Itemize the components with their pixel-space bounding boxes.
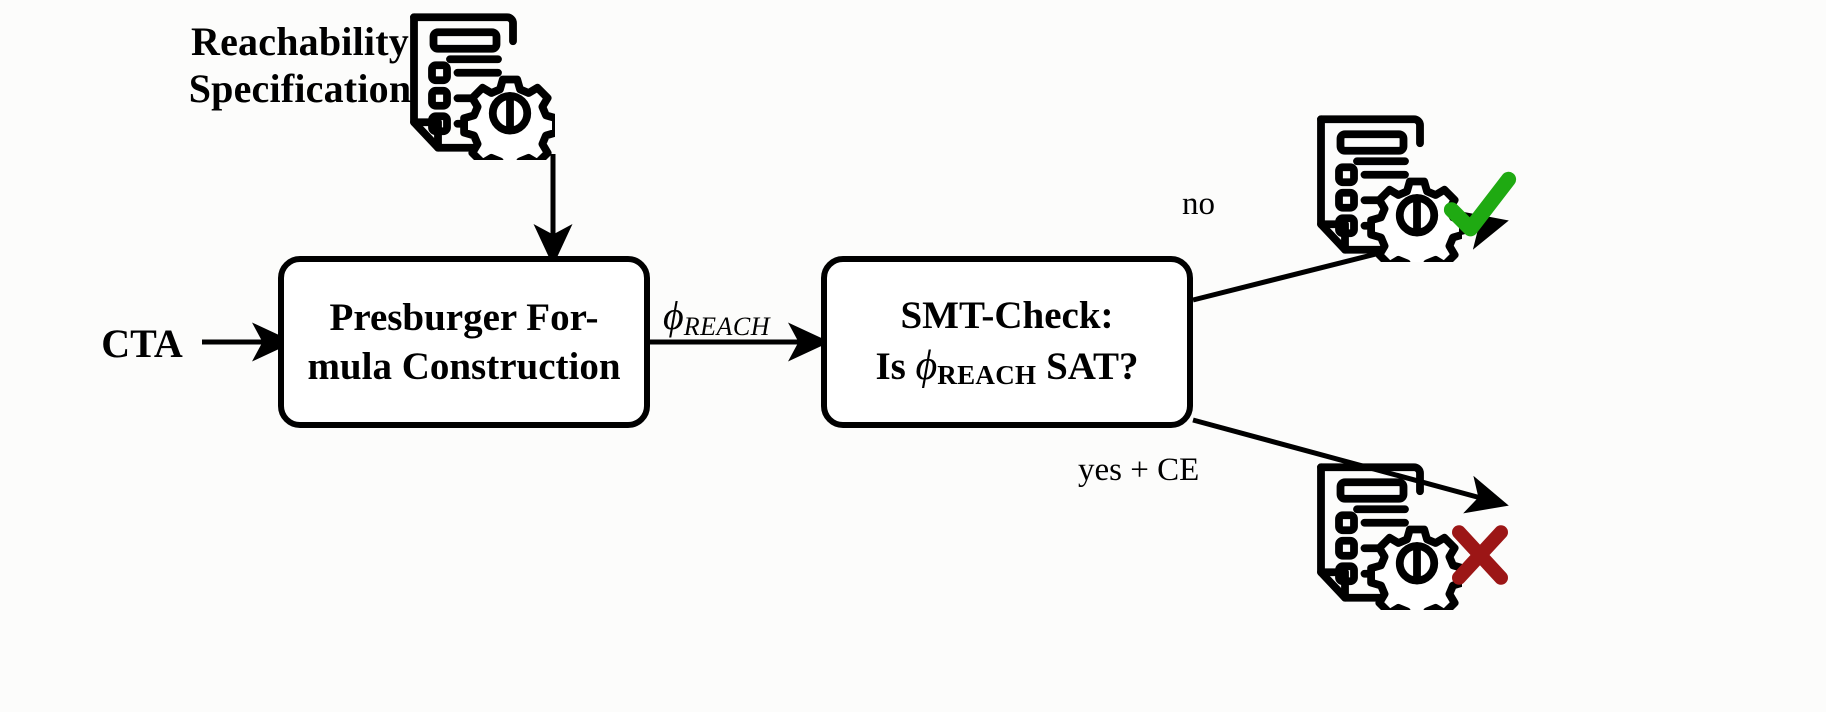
check-mark-icon — [1443, 171, 1517, 237]
presburger-line2: mula Construction — [307, 345, 621, 388]
spec-label-line1: Reachability — [191, 19, 409, 64]
arrow-spec-to-presburger — [533, 154, 573, 267]
cross-mark-icon — [1452, 525, 1508, 585]
smt-line1: SMT-Check: — [900, 293, 1114, 337]
smt-line2-suffix: SAT? — [1046, 345, 1139, 389]
edge-label-yes-ce: yes + CE — [1078, 452, 1200, 488]
arrow-presburger-to-smt — [650, 322, 831, 362]
phi-subscript: REACH — [683, 312, 770, 341]
phi-symbol: ϕ — [663, 293, 684, 338]
edge-label-phi-reach: ϕREACH — [663, 292, 770, 341]
arrow-smt-to-bad — [1192, 417, 1509, 514]
presburger-line1: Presburger For- — [329, 295, 599, 339]
reachability-specification-label: Reachability Specification — [150, 18, 450, 112]
arrow-cta-to-presburger — [202, 322, 295, 362]
result-ok-group — [1312, 110, 1517, 262]
smt-phi-symbol: ϕ — [915, 343, 938, 390]
presburger-box-text: Presburger For- mula Construction — [293, 293, 634, 391]
edge-label-no: no — [1182, 186, 1215, 222]
document-gear-icon — [405, 8, 555, 160]
document-gear-icon — [1317, 463, 1462, 610]
cta-label: CTA — [101, 321, 183, 366]
smt-phi-subscript: REACH — [937, 360, 1037, 391]
smt-box-text: SMT-Check: Is ϕREACH SAT? — [861, 291, 1152, 393]
node-presburger-formula-construction[interactable]: Presburger For- mula Construction — [278, 256, 650, 428]
result-bad-group — [1312, 458, 1508, 610]
smt-line2-prefix: Is — [875, 345, 906, 389]
node-smt-check[interactable]: SMT-Check: Is ϕREACH SAT? — [821, 256, 1193, 428]
smt-line2: Is ϕREACH SAT? — [875, 340, 1138, 393]
document-gear-icon — [1317, 115, 1462, 262]
spec-label-line2: Specification — [188, 66, 412, 112]
